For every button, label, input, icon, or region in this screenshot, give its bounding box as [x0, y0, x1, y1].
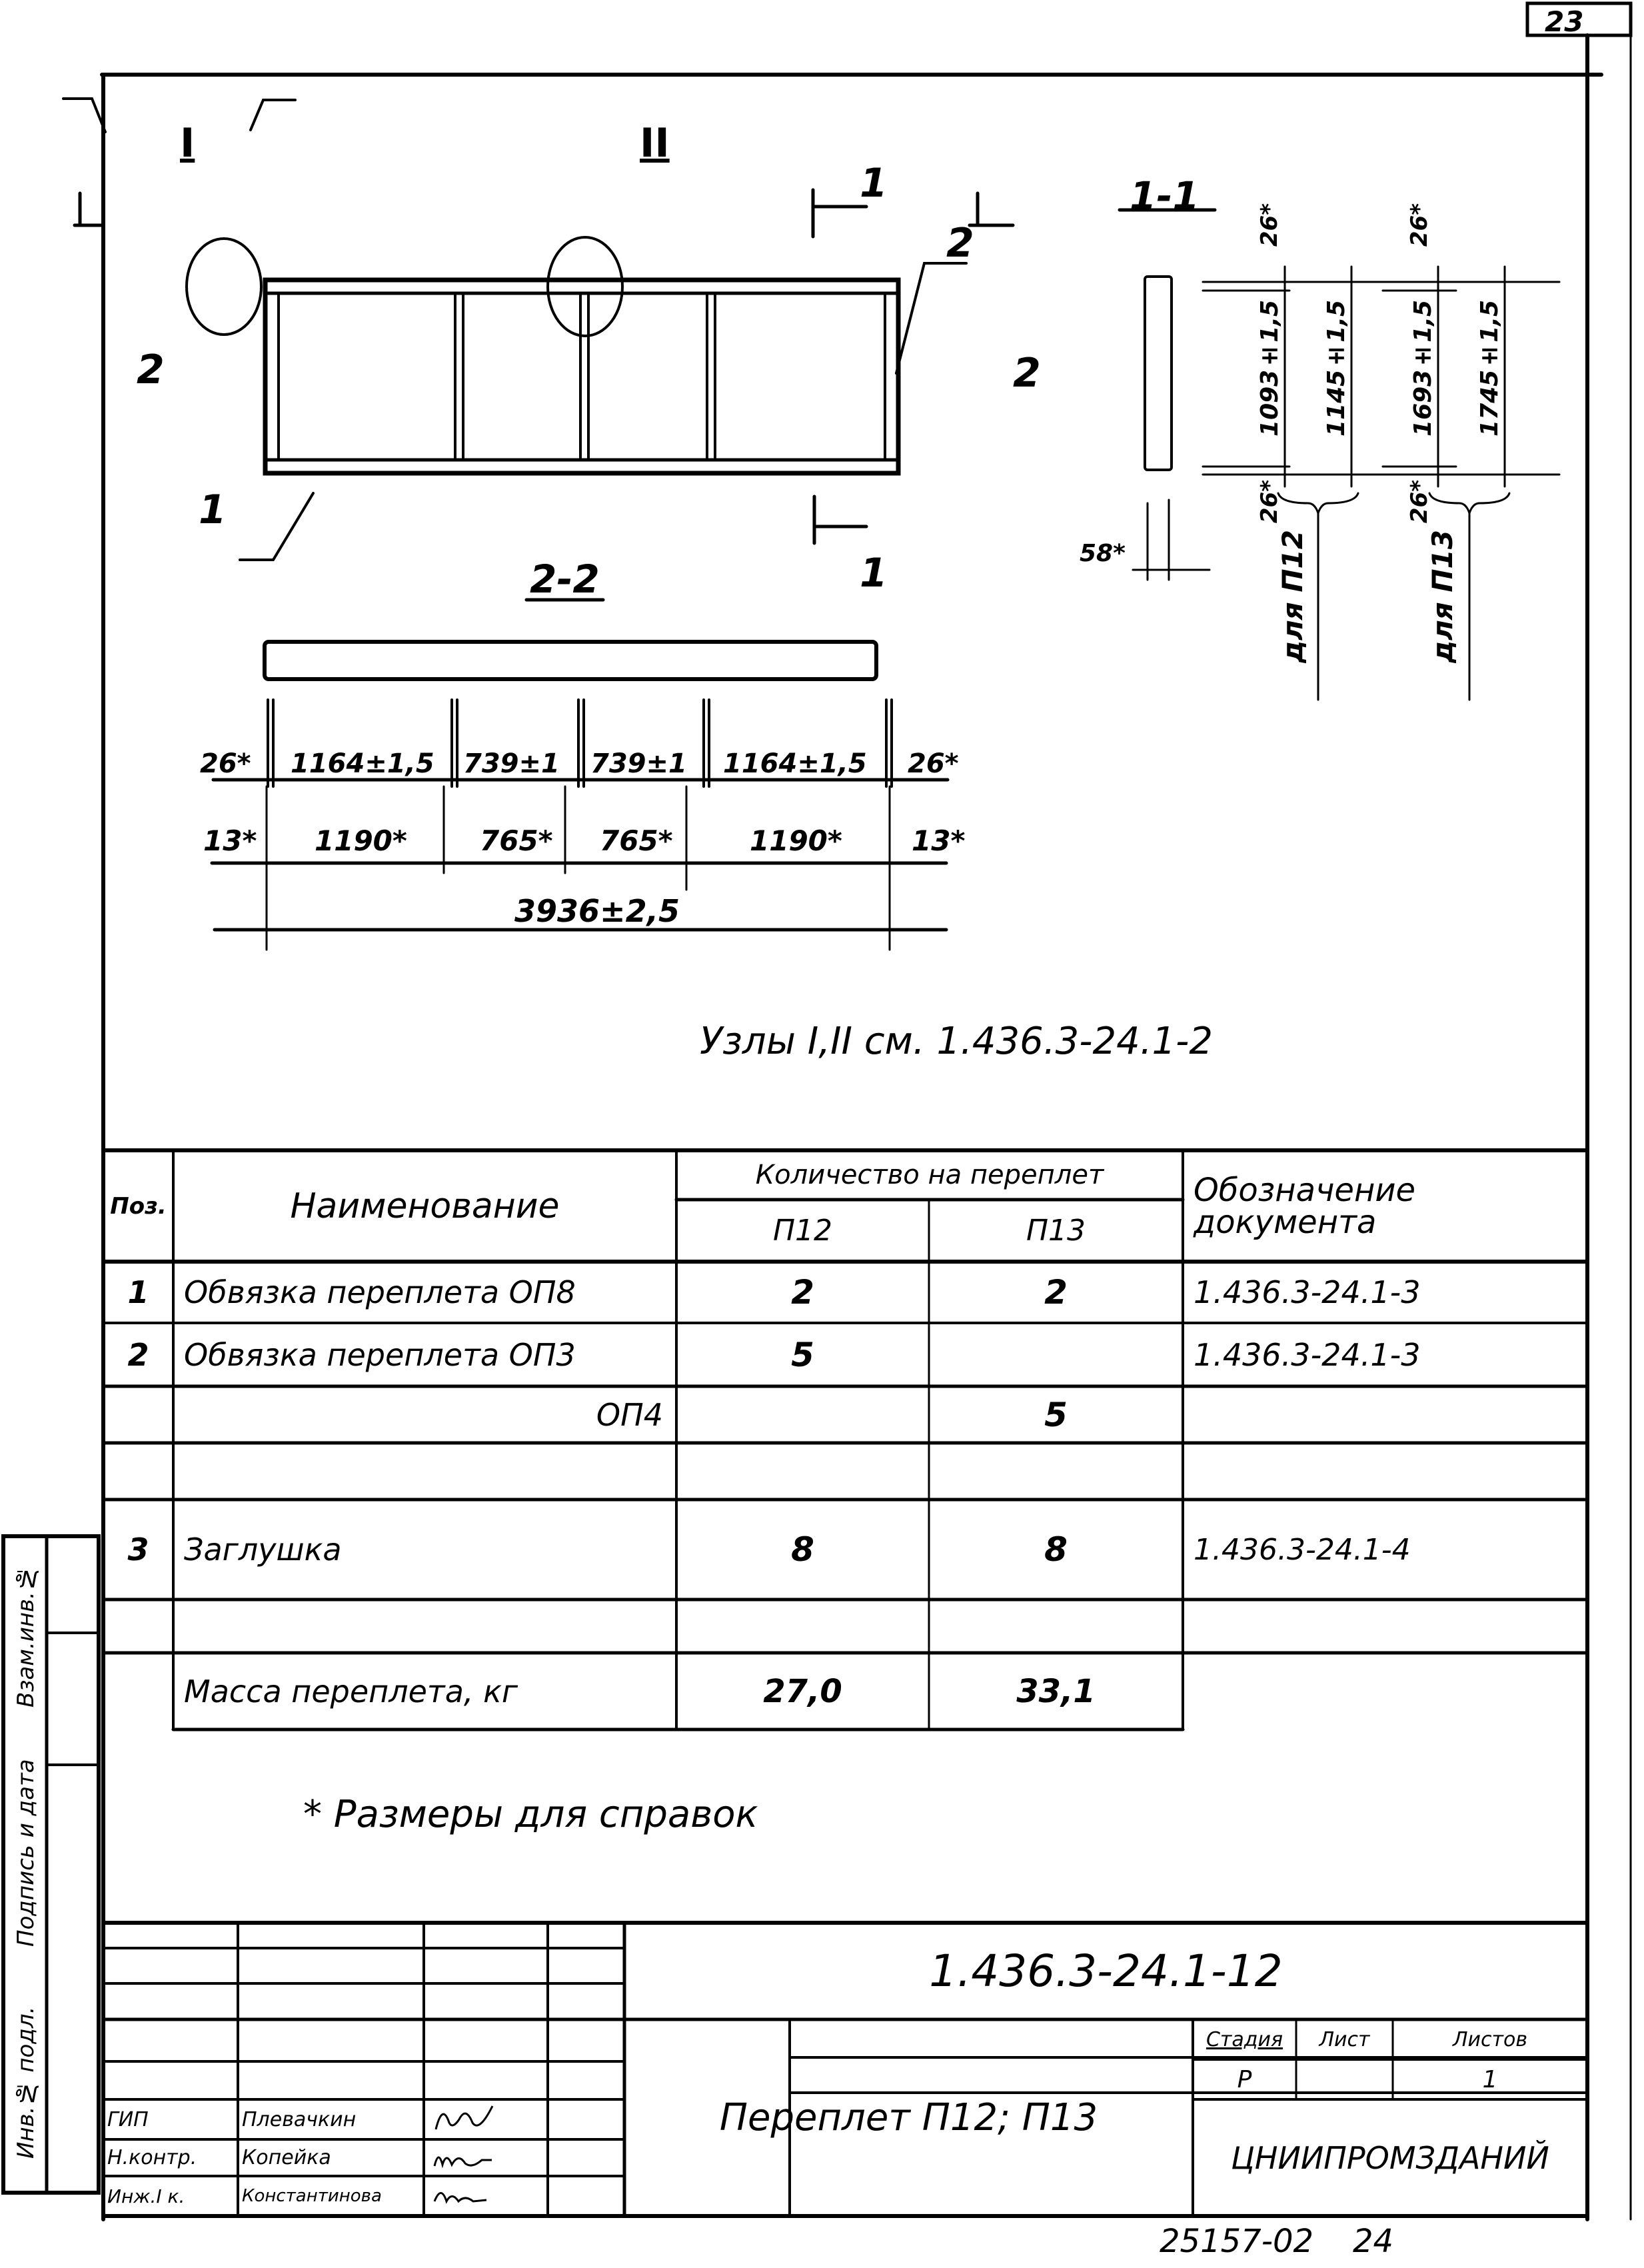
- dim-2-2-row2-3: 765*: [600, 824, 673, 857]
- dim-1-1-height-2: 1693±1,5: [1409, 300, 1437, 437]
- position-leader-1: 1: [199, 487, 227, 533]
- signature-role-2: Инж.I к.: [107, 2185, 185, 2207]
- sheets-label: Листов: [1452, 2027, 1528, 2051]
- dim-1-1-height-1: 1145±1,5: [1323, 300, 1350, 437]
- dim-1-1-width: 58*: [1080, 540, 1126, 567]
- row-0-p12: 2: [791, 1273, 814, 1312]
- row-6-p13: 33,1: [1016, 1672, 1096, 1710]
- row-0-name: Обвязка переплета ОП8: [184, 1274, 576, 1310]
- signature-scribble-icon: [434, 2105, 494, 2130]
- row-4-name: Заглушка: [184, 1532, 342, 1568]
- dim-2-2-row2-5: 13*: [912, 824, 966, 857]
- dim-2-2-row1-2: 739±1: [463, 748, 560, 779]
- archive-page: 24: [1353, 2223, 1394, 2260]
- callout-node-I: I: [180, 120, 195, 167]
- dim-2-2-row1-1: 1164±1,5: [291, 748, 434, 779]
- header-qty-p13: П13: [1026, 1214, 1086, 1248]
- sheet-label: Лист: [1319, 2027, 1370, 2051]
- header-doc: Обозначение документа: [1194, 1171, 1416, 1241]
- stage-label: Стадия: [1206, 2027, 1283, 2051]
- dim-1-1-height-0: 1093±1,5: [1256, 300, 1283, 437]
- dim-1-1-top-offset-0: 26*: [1256, 203, 1283, 247]
- row-1-pos: 2: [127, 1336, 149, 1373]
- title-block-designation: 1.436.3-24.1-12: [929, 1945, 1283, 1997]
- row-6-name: Масса переплета, кг: [184, 1673, 518, 1709]
- dim-1-1-group-p13: для П13: [1426, 530, 1459, 663]
- signature-role-0: ГИП: [107, 2107, 149, 2131]
- position-leader-2: 2: [946, 220, 974, 267]
- section-title-2-2: 2-2: [530, 557, 600, 602]
- nodes-reference: Узлы I,II cм. 1.436.3-24.1-2: [700, 1020, 1213, 1063]
- header-pos: Поз.: [110, 1192, 167, 1220]
- side-stamp-signature-date: Подпись и дата: [13, 1759, 39, 1947]
- dim-1-1-height-3: 1745±1,5: [1476, 300, 1503, 437]
- page-number: 23: [1545, 5, 1584, 38]
- row-1-doc: 1.436.3-24.1-3: [1194, 1336, 1421, 1373]
- signature-scribble-icon: [433, 2191, 487, 2204]
- title-block-title: Переплет П12; П13: [719, 2096, 1098, 2139]
- row-0-pos: 1: [127, 1274, 149, 1310]
- row-0-doc: 1.436.3-24.1-3: [1194, 1274, 1421, 1310]
- row-2-p13: 5: [1044, 1395, 1068, 1434]
- dim-2-2-row1-5: 26*: [908, 748, 959, 779]
- row-1-p12: 5: [791, 1335, 814, 1374]
- section-title-1-1: 1-1: [1130, 173, 1200, 219]
- signature-name-2: Константинова: [242, 2186, 382, 2206]
- row-6-p12: 27,0: [763, 1672, 842, 1710]
- row-4-pos: 3: [127, 1532, 149, 1568]
- header-name: Наименование: [290, 1186, 560, 1226]
- row-4-doc: 1.436.3-24.1-4: [1194, 1532, 1411, 1567]
- sheet-value: [1296, 2059, 1393, 2099]
- signature-name-1: Копейка: [242, 2146, 331, 2169]
- reference-dimensions-note: * Размеры для справок: [303, 1793, 758, 1836]
- signature-scribble-icon: [433, 2156, 492, 2169]
- section-mark-1-top: 1: [860, 160, 888, 207]
- dim-2-2-row2-4: 1190*: [750, 824, 842, 857]
- signature-name-0: Плевачкин: [242, 2107, 357, 2131]
- row-1-name: Обвязка переплета ОП3: [184, 1336, 576, 1373]
- dim-1-1-group-p12: для П12: [1276, 530, 1309, 663]
- dim-2-2-row1-3: 739±1: [590, 748, 687, 779]
- stage-value: Р: [1237, 2065, 1252, 2093]
- section-mark-2-right: 2: [1013, 350, 1041, 397]
- signature-mark-1: [424, 2139, 548, 2176]
- row-4-p13: 8: [1044, 1530, 1068, 1569]
- dim-1-1-top-offset-1: 26*: [1406, 203, 1433, 247]
- header-qty-p12: П12: [772, 1214, 833, 1248]
- side-stamp-original-inv: Инв.№ подл.: [13, 2006, 39, 2159]
- sheets-value: 1: [1482, 2065, 1498, 2093]
- row-4-p12: 8: [791, 1530, 814, 1569]
- side-stamp-replaced-inv: Взам.инв.№: [13, 1565, 39, 1707]
- signature-role-1: Н.контр.: [107, 2146, 197, 2169]
- dim-2-2-row2-0: 13*: [203, 824, 257, 857]
- header-qty-group: Количество на переплет: [755, 1160, 1104, 1190]
- dim-2-2-row2-1: 1190*: [315, 824, 407, 857]
- dim-2-2-row2-2: 765*: [480, 824, 553, 857]
- section-mark-2-left: 2: [137, 347, 165, 393]
- dim-1-1-bottom-offset-1: 26*: [1406, 480, 1433, 524]
- archive-code: 25157-02: [1160, 2223, 1314, 2260]
- dim-1-1-bottom-offset-0: 26*: [1256, 480, 1283, 524]
- dim-2-2-row1-4: 1164±1,5: [723, 748, 867, 779]
- row-1-p13: [929, 1323, 1183, 1386]
- signature-mark-0: [424, 2099, 548, 2139]
- dim-2-2-row1-0: 26*: [200, 748, 251, 779]
- dim-2-2-overall: 3936±2,5: [514, 893, 680, 929]
- callout-node-II: II: [640, 120, 670, 167]
- row-0-p13: 2: [1044, 1273, 1068, 1312]
- signature-mark-2: [424, 2176, 548, 2216]
- row-2-name: ОП4: [596, 1396, 663, 1433]
- section-mark-1-bottom: 1: [860, 550, 888, 596]
- organization-name: ЦНИИПРОМЗДАНИЙ: [1231, 2139, 1549, 2176]
